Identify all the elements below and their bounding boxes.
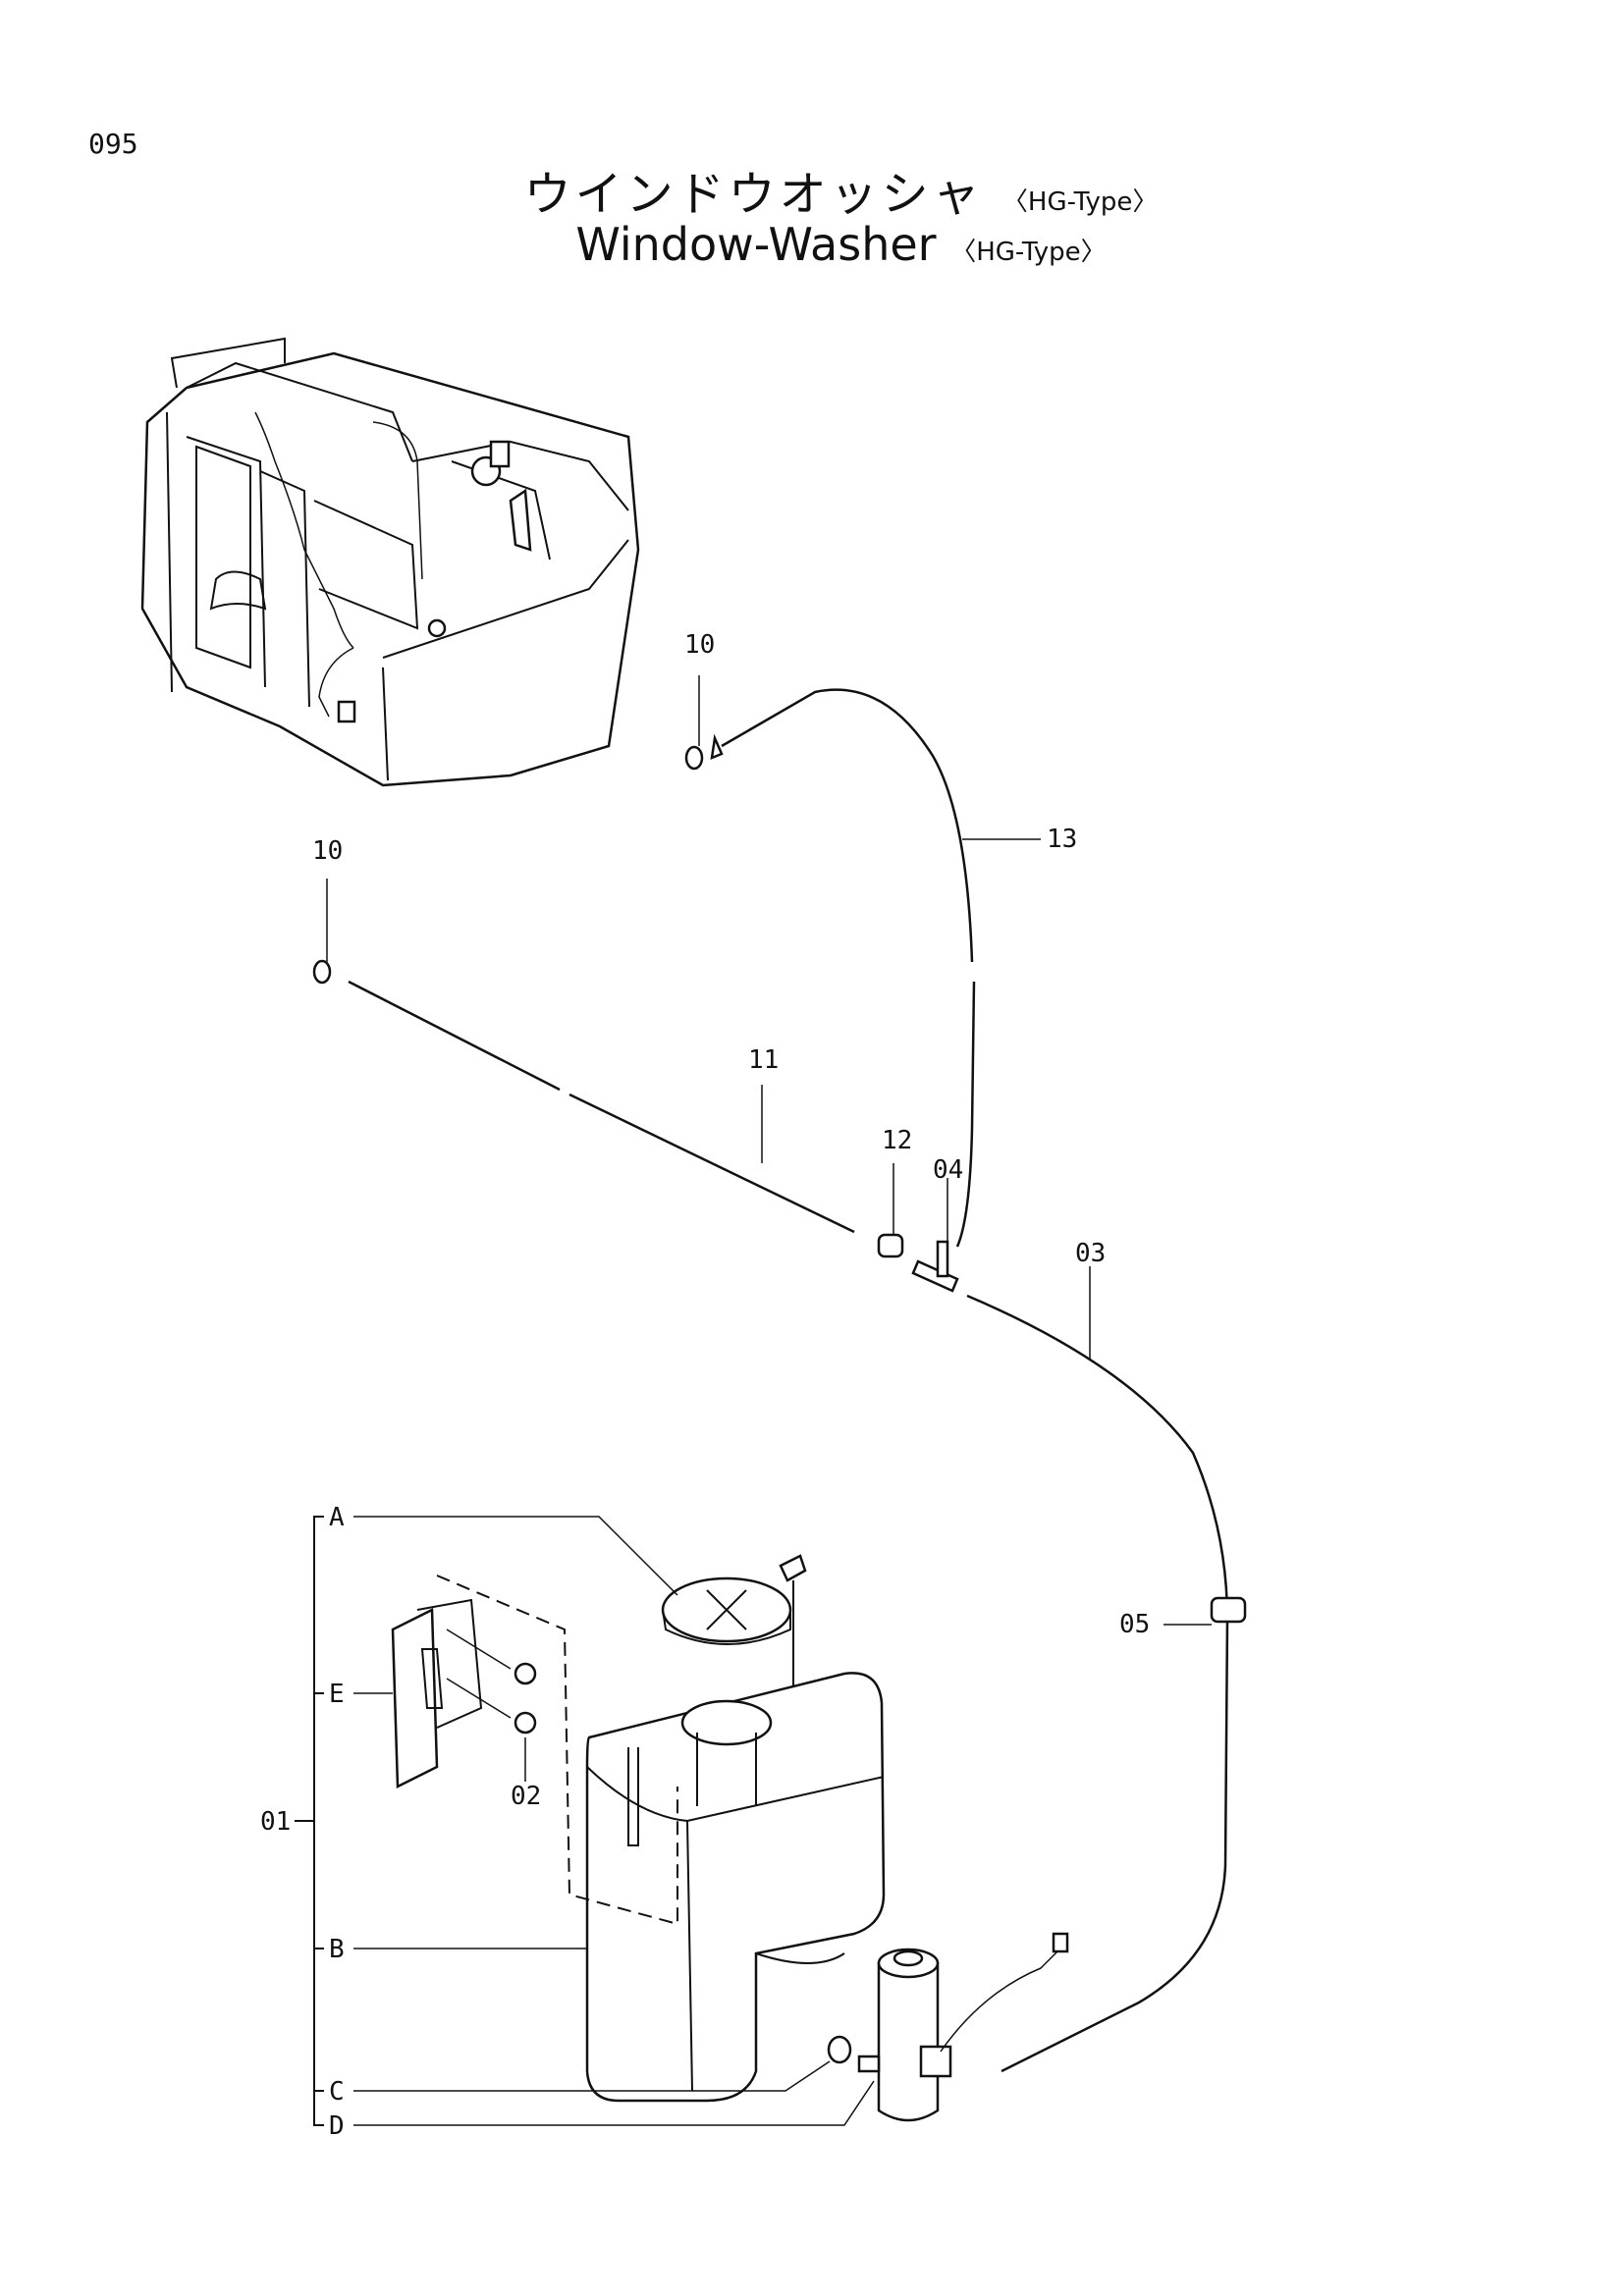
assembly-01-bracket <box>295 1516 324 2126</box>
callout-03: 03 <box>1075 1239 1106 1268</box>
callout-05: 05 <box>1119 1610 1150 1639</box>
callout-02: 02 <box>511 1782 541 1811</box>
nut-10-upper-icon <box>684 745 704 771</box>
title-english: Window-Washer 〈HG-Type〉 <box>0 218 1623 271</box>
callout-13: 13 <box>1047 825 1077 854</box>
callout-10-lower: 10 <box>312 836 343 866</box>
callout-labels: 10 10 13 11 12 04 03 05 A E 02 01 B C D <box>260 630 1150 2141</box>
callout-11: 11 <box>748 1045 779 1075</box>
grommet-c-icon <box>827 2035 852 2064</box>
page-number: 095 <box>88 128 138 160</box>
title-japanese-text: ウインドウオッシャ <box>523 167 984 222</box>
callout-04: 04 <box>933 1155 963 1185</box>
callout-10-upper: 10 <box>684 630 715 660</box>
tank-b-illustration <box>436 1575 886 2103</box>
cap-a-illustration <box>661 1554 807 1688</box>
hose-13 <box>710 688 976 1248</box>
hose-03 <box>966 1294 1229 2073</box>
pump-d-illustration <box>857 1932 1069 2122</box>
callout-b: B <box>329 1935 345 1964</box>
clip-05-icon <box>1210 1596 1247 1624</box>
callout-a: A <box>329 1503 345 1532</box>
callout-12: 12 <box>882 1126 912 1155</box>
callout-c: C <box>329 2077 345 2107</box>
title-english-text: Window-Washer <box>575 218 937 271</box>
title-english-variant: 〈HG-Type〉 <box>950 238 1107 267</box>
title-japanese-variant: 〈HG-Type〉 <box>1001 187 1159 217</box>
title-japanese: ウインドウオッシャ 〈HG-Type〉 <box>0 155 1623 224</box>
callout-e: E <box>329 1680 345 1709</box>
joint-12-icon <box>877 1233 904 1258</box>
cab-overview-illustration <box>140 337 640 787</box>
nut-10-lower-icon <box>312 959 332 985</box>
bracket-e-illustration <box>391 1598 537 1789</box>
callout-01: 01 <box>260 1807 291 1837</box>
leader-lines <box>326 675 1212 2126</box>
callout-d: D <box>329 2111 345 2141</box>
hose-11 <box>348 980 855 1234</box>
t-joint-04-icon <box>911 1240 959 1293</box>
